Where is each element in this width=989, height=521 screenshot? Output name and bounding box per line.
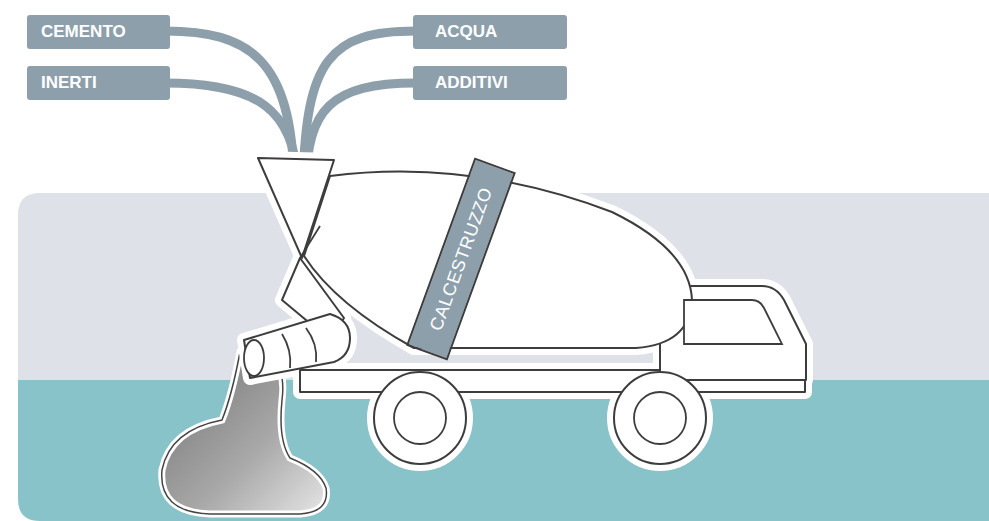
drum-band: CALCESTRUZZO (409, 160, 514, 358)
ingredient-tag: CEMENTO (27, 15, 170, 49)
ground-band (18, 380, 989, 521)
ingredient-tag: ACQUA (413, 15, 567, 49)
ingredient-tag: ADDITIVI (413, 66, 567, 100)
truck-outline (244, 158, 806, 464)
truck-details (244, 226, 782, 444)
node-label: INERTI (41, 73, 97, 93)
node-label: ADDITIVI (435, 73, 508, 93)
node-label: CEMENTO (41, 22, 126, 42)
truck-halo (244, 158, 806, 464)
node-label: ACQUA (435, 22, 497, 42)
ingredient-tag: INERTI (27, 66, 170, 100)
node-label: CALCESTRUZZO (425, 184, 496, 333)
